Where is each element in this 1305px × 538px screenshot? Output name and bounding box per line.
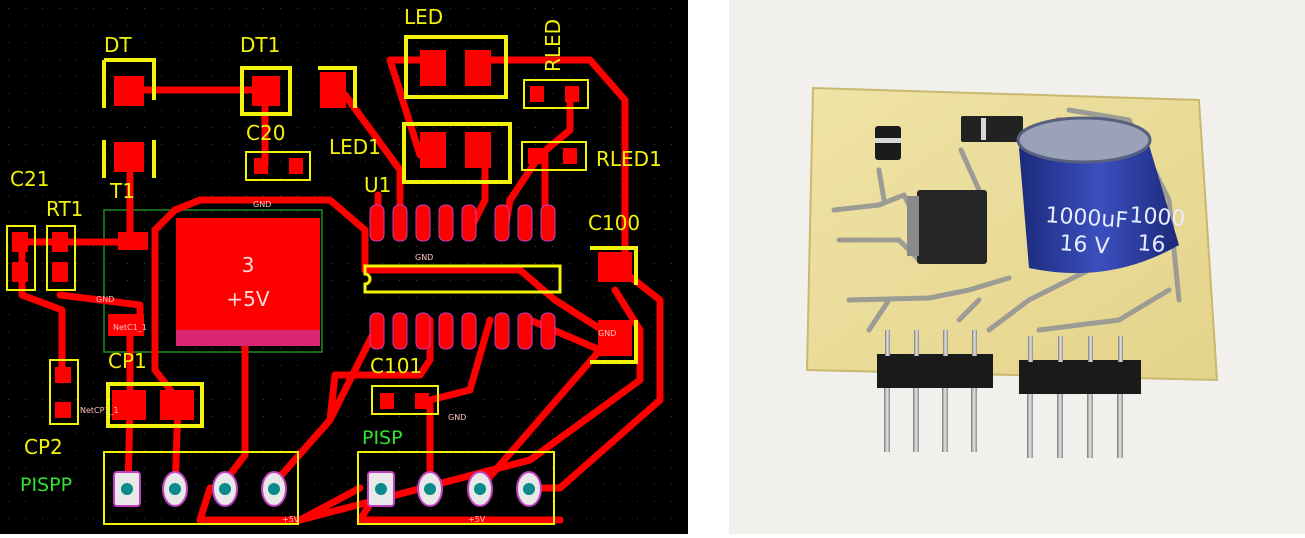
label-rled1: RLED1 bbox=[596, 147, 662, 171]
net-gnd-label: GND bbox=[448, 413, 466, 422]
u1-ic-pads bbox=[369, 204, 556, 350]
net-netc11-label: NetC1_1 bbox=[113, 323, 147, 332]
assembled-board-photo: 1000uF 16 V 1000 16 bbox=[729, 0, 1305, 534]
label-u1: U1 bbox=[364, 173, 391, 197]
net-vcc-label: +5V bbox=[468, 515, 486, 524]
net-labels: GND GND GND GND NetC1_1 NetCP1_1 GND +5V… bbox=[80, 200, 616, 524]
electrolytic-capacitor bbox=[1019, 132, 1179, 274]
label-c101: C101 bbox=[370, 354, 422, 378]
silkscreen-thin bbox=[6, 79, 589, 525]
regulator-pad bbox=[176, 218, 320, 346]
capacitor-rating: 1000uF bbox=[1045, 203, 1129, 234]
smd-pads bbox=[12, 50, 632, 420]
label-c20: C20 bbox=[246, 121, 285, 145]
net-gnd-label: GND bbox=[96, 295, 114, 304]
u1-silkscreen bbox=[363, 264, 562, 294]
net-netcp1-label: NetCP1_1 bbox=[80, 406, 119, 415]
label-cp2: CP2 bbox=[24, 435, 63, 459]
label-pisp: PISP bbox=[362, 427, 403, 449]
pcb-layout-canvas: 3 +5V bbox=[0, 0, 688, 534]
label-led: LED bbox=[404, 5, 443, 29]
label-led1: LED1 bbox=[329, 135, 381, 159]
label-rled: RLED bbox=[541, 19, 565, 72]
label-t1: T1 bbox=[109, 179, 135, 203]
voltage-regulator bbox=[917, 190, 987, 264]
label-c21: C21 bbox=[10, 167, 49, 191]
header-left bbox=[877, 330, 993, 452]
regulator-voltage-label: +5V bbox=[226, 287, 269, 311]
pcb-layout-view: 3 +5V bbox=[0, 0, 688, 534]
label-dt: DT bbox=[104, 33, 132, 57]
header-right bbox=[1019, 336, 1141, 458]
capacitor-voltage: 16 V bbox=[1059, 231, 1111, 259]
photo-canvas: 1000uF 16 V 1000 16 bbox=[805, 86, 1219, 458]
label-dt1: DT1 bbox=[240, 33, 280, 57]
net-gnd-label: GND bbox=[253, 200, 271, 209]
smd-diode bbox=[961, 116, 1023, 142]
capacitor-voltage-side: 16 bbox=[1137, 231, 1167, 258]
label-cp1: CP1 bbox=[108, 349, 147, 373]
capacitor-rating-side: 1000 bbox=[1129, 203, 1187, 232]
label-c100: C100 bbox=[588, 211, 640, 235]
net-vcc-label: +5V bbox=[282, 515, 300, 524]
regulator-pin-label: 3 bbox=[242, 253, 255, 277]
net-gnd-label: GND bbox=[598, 329, 616, 338]
silkscreen-outlines bbox=[102, 35, 638, 428]
label-pispp: PISPP bbox=[20, 474, 72, 496]
board-outline bbox=[103, 209, 323, 353]
connector-pads bbox=[113, 471, 542, 507]
net-gnd-label: GND bbox=[415, 253, 433, 262]
label-rt1: RT1 bbox=[46, 197, 83, 221]
